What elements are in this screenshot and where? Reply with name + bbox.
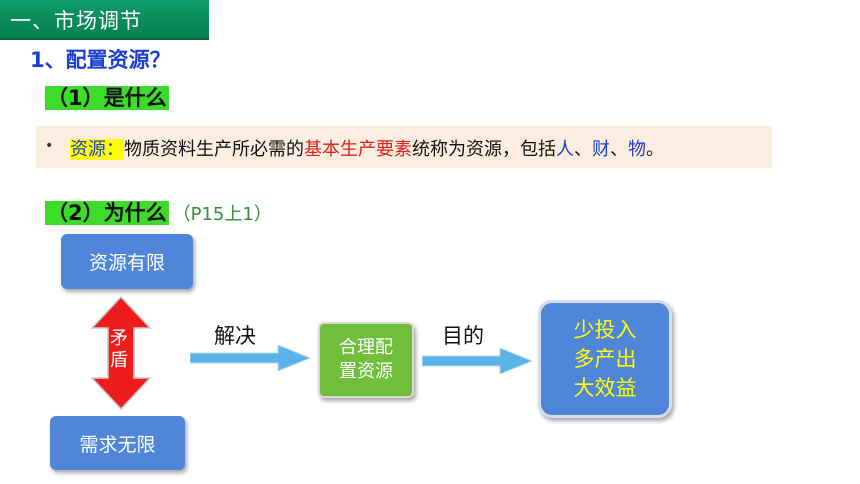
contradiction-double-arrow: 矛 盾 (90, 295, 152, 411)
bullet-icon: • (45, 138, 54, 154)
item-things: 物 (628, 139, 646, 160)
goal-box: 少投入 多产出 大效益 (538, 300, 672, 418)
limited-resources-box: 资源有限 (61, 234, 193, 289)
contradiction-label: 矛 盾 (110, 328, 128, 371)
double-arrow-icon (90, 295, 152, 411)
question-why: （2）为什么（P15上1） (45, 197, 272, 227)
item-money: 财 (592, 139, 610, 160)
definition-text-a: 物质资料生产所必需的 (124, 139, 304, 160)
separator: 、 (574, 139, 592, 160)
question-why-label: （2）为什么 (45, 201, 169, 225)
unlimited-demand-box: 需求无限 (50, 416, 185, 470)
definition-end: 。 (646, 139, 664, 160)
question-what-label: （1）是什么 (45, 86, 169, 110)
arrow-right-icon (422, 348, 532, 374)
section-title: 一、市场调节 (10, 9, 142, 33)
item-people: 人 (556, 139, 574, 160)
definition-term: 资源： (70, 139, 124, 160)
separator: 、 (610, 139, 628, 160)
question-what: （1）是什么 (45, 82, 169, 112)
goal-label: 目的 (442, 324, 484, 348)
definition-line: 资源：物质资料生产所必需的基本生产要素统称为资源，包括人、财、物。 (70, 135, 664, 161)
solve-label: 解决 (214, 324, 256, 348)
section-title-bar: 一、市场调节 (0, 0, 209, 40)
page-reference: （P15上1） (172, 204, 272, 225)
definition-key-phrase: 基本生产要素 (304, 139, 412, 160)
definition-text-b: 统称为资源，包括 (412, 139, 556, 160)
definition-box: • 资源：物质资料生产所必需的基本生产要素统称为资源，包括人、财、物。 (36, 126, 772, 168)
arrow-right-icon (190, 345, 310, 371)
allocate-resources-box: 合理配 置资源 (318, 322, 414, 398)
heading-configure-resources: 1、配置资源？ (30, 48, 171, 72)
